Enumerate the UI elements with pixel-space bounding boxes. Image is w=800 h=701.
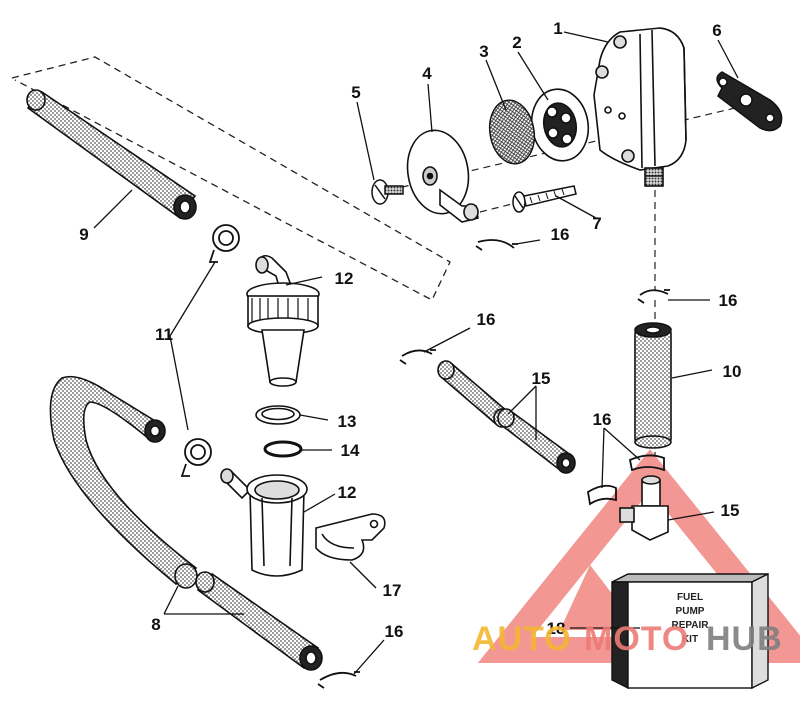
clamp-part-11-lower bbox=[180, 438, 212, 477]
seal-part-13 bbox=[255, 405, 301, 425]
callout-13: 13 bbox=[338, 412, 357, 431]
pump-body-part-1 bbox=[593, 27, 687, 187]
callout-16-hose: 16 bbox=[477, 310, 496, 329]
pump-cover-part-4 bbox=[406, 129, 479, 223]
kit-label-line-4: KIT bbox=[682, 634, 698, 645]
callout-16-fitting: 16 bbox=[593, 410, 612, 429]
callout-3: 3 bbox=[479, 42, 488, 61]
callout-16-pump-cover: 16 bbox=[551, 225, 570, 244]
dashed-outline-hose-path bbox=[11, 56, 451, 301]
filter-element-part-10 bbox=[634, 322, 672, 449]
filter-cap-part-12 bbox=[246, 254, 320, 387]
kit-label-line-3: REPAIR bbox=[671, 620, 709, 631]
watermark-hub: HUB bbox=[706, 620, 783, 658]
watermark-auto: AUTO bbox=[472, 620, 572, 658]
hose-part-9 bbox=[26, 89, 197, 220]
valve-plate-part-2 bbox=[530, 88, 590, 162]
callout-12-upper: 12 bbox=[335, 269, 354, 288]
gasket-part-6 bbox=[716, 71, 783, 132]
elbow-fitting-part-15 bbox=[619, 475, 669, 541]
leader-lines bbox=[93, 31, 739, 675]
callout-1: 1 bbox=[553, 19, 562, 38]
hose-part-15-lower bbox=[497, 408, 576, 474]
hose-clips-part-16 bbox=[317, 239, 670, 689]
callout-6: 6 bbox=[712, 21, 721, 40]
watermark-moto: MOTO bbox=[584, 620, 689, 658]
filter-bowl-part-12 bbox=[220, 468, 308, 577]
bracket-part-17 bbox=[315, 513, 386, 561]
callout-2: 2 bbox=[512, 33, 521, 52]
kit-label-line-1: FUEL bbox=[677, 592, 703, 603]
callout-15-lower: 15 bbox=[721, 501, 740, 520]
o-ring-part-14 bbox=[263, 440, 303, 458]
callout-11: 11 bbox=[155, 325, 173, 344]
callout-16-filter-top: 16 bbox=[719, 291, 738, 310]
callout-9: 9 bbox=[79, 225, 88, 244]
callout-17: 17 bbox=[383, 581, 402, 600]
callout-4: 4 bbox=[422, 64, 432, 83]
callout-15-upper: 15 bbox=[532, 369, 551, 388]
callout-16-bottom: 16 bbox=[385, 622, 404, 641]
callout-5: 5 bbox=[351, 83, 360, 102]
callout-8: 8 bbox=[151, 615, 160, 634]
callout-18: 18 bbox=[547, 619, 566, 638]
callout-7: 7 bbox=[592, 214, 601, 233]
screen-part-3 bbox=[488, 99, 536, 165]
hose-part-8-straight bbox=[195, 571, 323, 671]
callout-numbers: 1 2 3 4 5 6 7 8 9 10 11 12 13 14 12 15 1… bbox=[79, 19, 741, 641]
screw-part-5 bbox=[371, 179, 404, 205]
callout-14: 14 bbox=[341, 441, 360, 460]
clamp-part-11-upper bbox=[208, 224, 240, 263]
watermark-logo: AUTO MOTO HUB bbox=[472, 620, 783, 658]
callout-10: 10 bbox=[723, 362, 742, 381]
repair-kit-box-part-18: FUEL PUMP REPAIR KIT bbox=[611, 572, 769, 690]
callout-12-lower: 12 bbox=[338, 483, 357, 502]
hose-part-8-curved bbox=[49, 375, 198, 589]
kit-label-line-2: PUMP bbox=[676, 606, 705, 617]
bolt-part-7 bbox=[512, 185, 577, 213]
